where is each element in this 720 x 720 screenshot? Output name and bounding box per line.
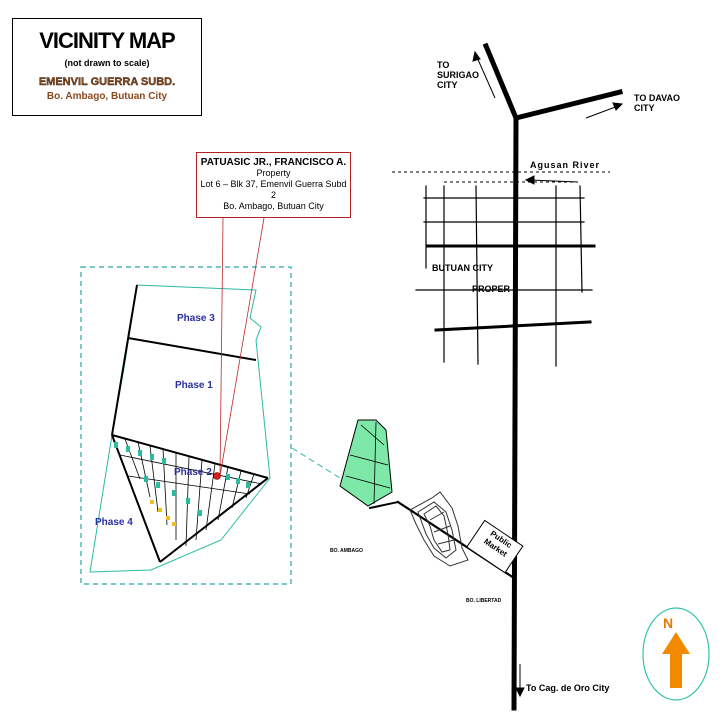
map-title: VICINITY MAP <box>39 28 176 53</box>
subdivision-highlight[interactable] <box>339 419 393 507</box>
road-to-surigao <box>482 42 520 122</box>
road-network <box>368 42 624 711</box>
bo-ambago-label: BO. AMBAGO <box>330 548 363 554</box>
callout-line: Property <box>256 168 291 178</box>
agusan-river <box>392 171 610 183</box>
bo-libertad-label: BO. LIBERTAD <box>466 598 502 604</box>
phase-blocks <box>111 284 269 563</box>
property-marker-icon[interactable] <box>213 472 221 480</box>
north-label: N <box>663 615 674 631</box>
lot-markers <box>114 442 250 516</box>
title-block: VICINITY MAP (not drawn to scale) EMENVI… <box>12 18 202 116</box>
to-cagayan-label: To Cag. de Oro City <box>526 683 610 693</box>
national-highway <box>511 115 519 711</box>
owner-name: PATUASIC JR., FRANCISCO A. <box>200 157 347 168</box>
phase-2-label: Phase 2 <box>174 467 212 478</box>
subdivision-name: EMENVIL GUERRA SUBD. <box>38 76 176 88</box>
callout-leader-2 <box>219 217 265 477</box>
road-to-davao <box>512 88 624 122</box>
callout-leader-1 <box>219 217 224 477</box>
inset-link <box>291 447 341 479</box>
subdivision-boundary <box>89 284 271 573</box>
public-market-box[interactable] <box>466 519 524 574</box>
direction-arrows <box>472 50 624 698</box>
to-surigao-label: TO SURIGAO CITY <box>437 60 480 90</box>
subdivision-location: Bo. Ambago, Butuan City <box>46 91 168 102</box>
agusan-river-label: Agusan River <box>530 160 601 170</box>
phase-1-label: Phase 1 <box>175 380 213 391</box>
north-arrow-icon <box>662 632 690 688</box>
butuan-city-label: BUTUAN CITY <box>432 263 493 273</box>
property-callout: PATUASIC JR., FRANCISCO A. Property Lot … <box>196 152 351 218</box>
callout-line: Lot 6 – Blk 37, Emenvil Guerra Subd 2 <box>200 179 347 200</box>
city-proper-label: PROPER <box>472 284 511 294</box>
road-markers <box>150 500 176 526</box>
inset-frame <box>80 266 292 585</box>
to-davao-label: TO DAVAO CITY <box>634 93 681 113</box>
callout-line: Bo. Ambago, Butuan City <box>223 201 324 211</box>
phase-4-label: Phase 4 <box>95 517 133 528</box>
bo-ambago-lots <box>409 491 469 567</box>
scale-note: (not drawn to scale) <box>64 58 150 68</box>
phase-3-label: Phase 3 <box>177 313 215 324</box>
